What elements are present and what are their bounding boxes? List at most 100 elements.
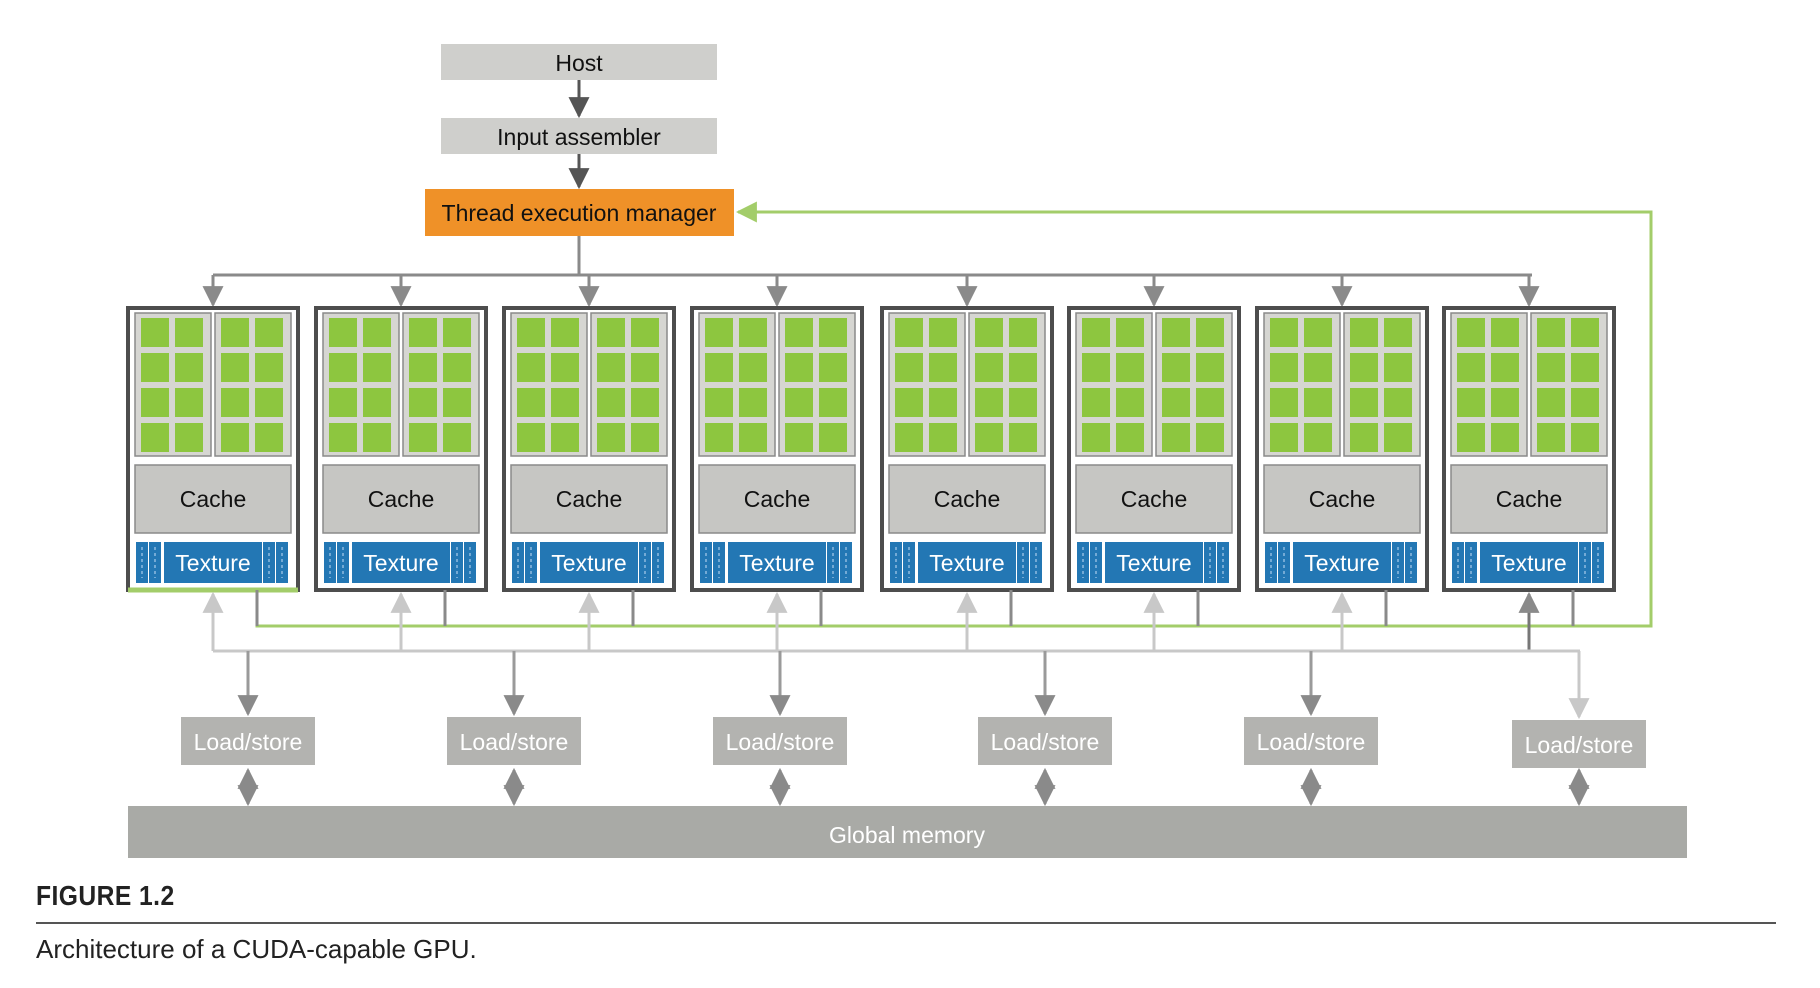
caption-divider <box>36 922 1776 924</box>
global-memory-label: Global memory <box>829 822 985 848</box>
streaming-processor <box>551 388 579 417</box>
texture-slot <box>652 542 664 583</box>
streaming-processor <box>409 388 437 417</box>
texture-slot <box>136 542 148 583</box>
streaming-processor <box>255 423 283 452</box>
texture-label: Texture <box>1491 550 1566 576</box>
texture-label: Texture <box>1116 550 1191 576</box>
streaming-processor <box>929 353 957 382</box>
texture-box <box>164 542 262 583</box>
streaming-processor <box>929 388 957 417</box>
streaming-processor <box>329 318 357 347</box>
texture-slot <box>639 542 651 583</box>
streaming-processor <box>739 318 767 347</box>
texture-slot <box>149 542 161 583</box>
texture-slot <box>263 542 275 583</box>
streaming-processor <box>1082 318 1110 347</box>
texture-slot <box>525 542 537 583</box>
streaming-multiprocessors: CacheTextureCacheTextureCacheTextureCach… <box>126 306 1616 593</box>
texture-label: Texture <box>363 550 438 576</box>
streaming-processor <box>975 318 1003 347</box>
distribution-arrows <box>202 275 1540 308</box>
streaming-processor <box>1009 318 1037 347</box>
streaming-processor <box>1537 423 1565 452</box>
thread-execution-manager-label: Thread execution manager <box>442 200 717 226</box>
streaming-processor <box>895 388 923 417</box>
streaming-processor <box>363 353 391 382</box>
streaming-processor <box>929 423 957 452</box>
streaming-processor <box>409 423 437 452</box>
streaming-processor <box>221 423 249 452</box>
load-store-box <box>978 717 1112 765</box>
streaming-processor <box>517 388 545 417</box>
streaming-processor <box>443 423 471 452</box>
texture-slot <box>827 542 839 583</box>
load-store-unit: Load/store <box>447 651 581 807</box>
cache-label: Cache <box>368 486 434 512</box>
streaming-processor <box>1009 353 1037 382</box>
load-store-label: Load/store <box>991 729 1100 755</box>
streaming-processor <box>1270 423 1298 452</box>
streaming-processor <box>1571 353 1599 382</box>
streaming-processor <box>1270 353 1298 382</box>
streaming-processor <box>551 353 579 382</box>
load-store-label: Load/store <box>194 729 303 755</box>
thread-execution-manager-box: Thread execution manager <box>425 189 734 236</box>
streaming-processor <box>975 388 1003 417</box>
texture-slot <box>1265 542 1277 583</box>
streaming-processor <box>551 423 579 452</box>
streaming-processor <box>175 353 203 382</box>
streaming-processor <box>631 318 659 347</box>
streaming-processor <box>1082 423 1110 452</box>
streaming-processor <box>705 318 733 347</box>
streaming-processor <box>329 353 357 382</box>
streaming-processor <box>819 353 847 382</box>
streaming-processor <box>1457 318 1485 347</box>
streaming-processor <box>1162 318 1190 347</box>
texture-slot <box>1579 542 1591 583</box>
streaming-processor <box>221 318 249 347</box>
streaming-processor <box>1162 353 1190 382</box>
figure-caption: Architecture of a CUDA-capable GPU. <box>36 934 477 964</box>
cache-box <box>510 464 668 534</box>
texture-slot <box>840 542 852 583</box>
streaming-processor <box>597 388 625 417</box>
streaming-processor <box>631 423 659 452</box>
streaming-processor <box>1384 423 1412 452</box>
streaming-processor <box>1304 318 1332 347</box>
streaming-processor <box>141 318 169 347</box>
streaming-processor <box>739 353 767 382</box>
streaming-processor <box>1116 353 1144 382</box>
streaming-processor <box>409 353 437 382</box>
cache-box <box>1450 464 1608 534</box>
streaming-processor <box>141 353 169 382</box>
streaming-processor <box>1491 423 1519 452</box>
texture-box <box>352 542 450 583</box>
texture-slot <box>903 542 915 583</box>
streaming-processor <box>597 423 625 452</box>
load-store-label: Load/store <box>726 729 835 755</box>
streaming-processor <box>1537 353 1565 382</box>
streaming-processor <box>255 353 283 382</box>
host-label: Host <box>555 50 603 76</box>
load-store-label: Load/store <box>1257 729 1366 755</box>
streaming-processor <box>1571 318 1599 347</box>
streaming-processor <box>975 353 1003 382</box>
streaming-processor <box>1196 318 1224 347</box>
cache-label: Cache <box>180 486 246 512</box>
streaming-processor <box>785 353 813 382</box>
load-store-unit: Load/store <box>181 651 315 807</box>
input-assembler-box: Input assembler <box>441 118 717 154</box>
streaming-processor <box>597 353 625 382</box>
streaming-processor <box>785 388 813 417</box>
streaming-processor <box>1384 318 1412 347</box>
texture-label: Texture <box>739 550 814 576</box>
streaming-processor <box>1082 388 1110 417</box>
texture-slot <box>464 542 476 583</box>
streaming-processor <box>1116 388 1144 417</box>
